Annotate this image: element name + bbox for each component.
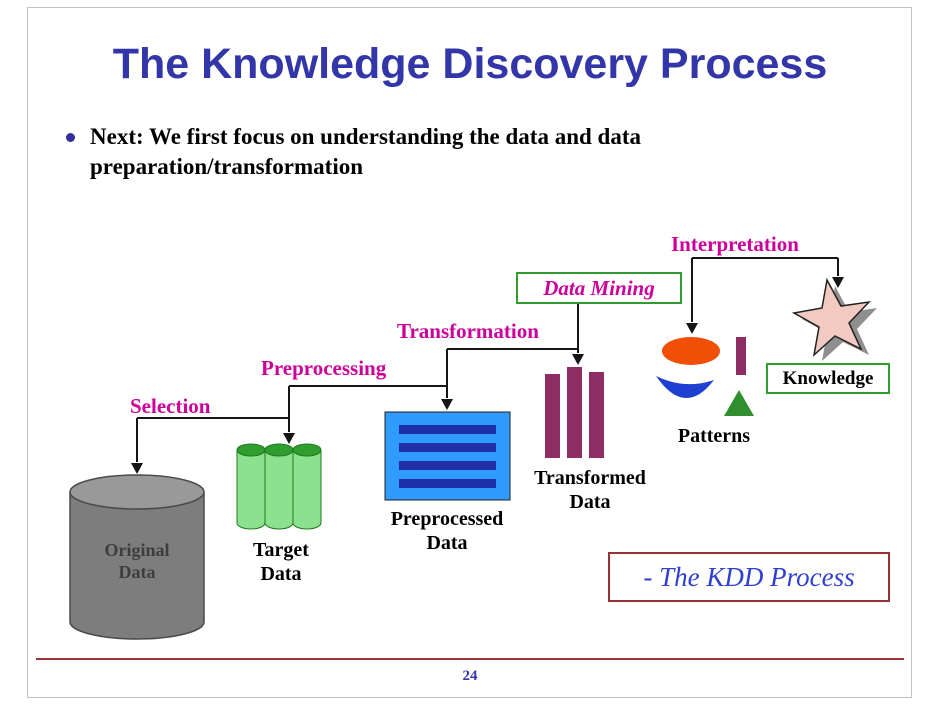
patterns-shapes: [656, 337, 754, 416]
bullet-text: Next: We first focus on understanding th…: [90, 124, 641, 180]
patterns-bar: [736, 337, 746, 375]
label-interpretation: Interpretation: [671, 232, 799, 256]
patterns-ellipse: [662, 337, 720, 365]
label-original-data: Original Data: [104, 540, 170, 582]
footer-divider: [36, 658, 904, 660]
bullet-icon: [66, 133, 75, 142]
label-selection: Selection: [130, 394, 211, 418]
knowledge-star-group: [791, 277, 877, 361]
kdd-caption-box: - The KDD Process: [608, 552, 890, 602]
label-transformation: Transformation: [397, 319, 539, 343]
slide-title: The Knowledge Discovery Process: [112, 40, 828, 88]
label-transformed-data: Transformed Data: [534, 467, 646, 514]
flow-connectors: [136, 257, 839, 462]
label-target-data: Target Data: [253, 539, 309, 586]
knowledge-box: Knowledge: [766, 363, 890, 394]
patterns-crescent: [656, 376, 714, 399]
label-preprocessing: Preprocessing: [261, 356, 387, 380]
flow-arrowheads: [131, 277, 844, 474]
target-data-cylinders: [236, 443, 322, 530]
preprocessed-data-box: [384, 411, 511, 501]
original-data-cylinder: [69, 474, 205, 640]
knowledge-star: [791, 277, 872, 358]
patterns-triangle: [724, 390, 754, 416]
data-mining-box: Data Mining: [516, 272, 682, 304]
label-preprocessed-data: Preprocessed Data: [390, 508, 504, 555]
label-patterns: Patterns: [677, 425, 751, 447]
transformed-data-bars: [545, 367, 604, 458]
page-number: 24: [462, 668, 478, 684]
slide-border: [27, 7, 912, 698]
